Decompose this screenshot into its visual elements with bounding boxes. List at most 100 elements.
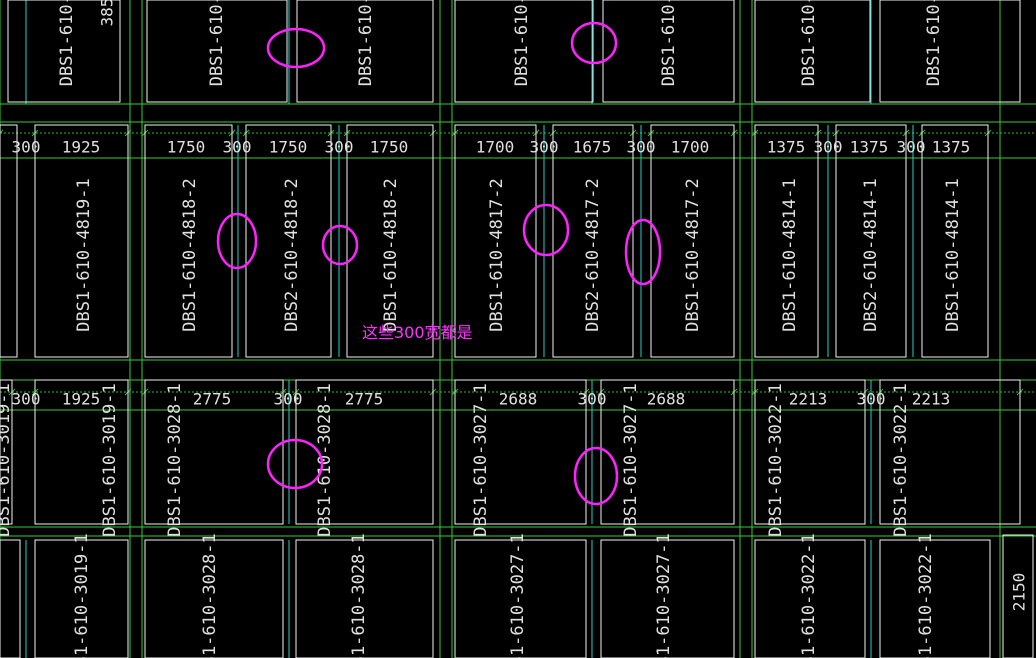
panel-label: DBS1-610-3027-1: [508, 533, 528, 658]
panel-outline: [295, 539, 434, 658]
panel-label: DBS1-610-3019-1: [0, 383, 14, 537]
markup-circle: [266, 438, 324, 490]
panel-outline: [454, 539, 587, 658]
panel-outline: [754, 124, 819, 358]
dimension-value: 1750: [167, 138, 206, 157]
panel-outline: [295, 379, 434, 525]
panel-outline: [346, 124, 434, 358]
dimension-value: 2213: [912, 390, 951, 409]
markup-circle: [522, 203, 570, 257]
dimension-value: 1700: [671, 138, 710, 157]
dimension-value: 1750: [269, 138, 308, 157]
panel-label: DBS1-610-39: [659, 0, 679, 86]
dimension-value: 1925: [62, 138, 101, 157]
annotation-text: 这些300宽都是: [362, 323, 473, 342]
panel-label: DBS1-610-3019-1: [72, 533, 92, 658]
panel-outline: [879, 379, 1021, 525]
panel-label: DBS1-610-3027-1: [654, 533, 674, 658]
panel-outline: [144, 379, 284, 525]
panel-outline: [34, 539, 129, 658]
panel-label: DBS1-610-4819-1: [74, 178, 94, 332]
panel-label: DBS1-610-39: [57, 0, 77, 86]
panel-outline: [602, 0, 735, 103]
markup-circle: [570, 21, 618, 65]
panel-outline: [552, 124, 634, 358]
panel-label: DBS1-610-4818-2: [381, 178, 401, 332]
dimension-value: 1375: [767, 138, 806, 157]
panel-label: DBS1-610-3022-1: [766, 383, 786, 537]
panel-label: DBS1-610-39: [799, 0, 819, 86]
panel-outline: [245, 124, 332, 358]
dimension-value: 2775: [345, 390, 384, 409]
dimension-value: 1925: [62, 390, 101, 409]
panel-label: DBS1-610-39: [356, 0, 376, 86]
panel-outline: [144, 124, 233, 358]
dimension-value: 2775: [193, 390, 232, 409]
panel-outline: [454, 0, 594, 103]
panel-outline: [754, 539, 866, 658]
panel-label: DBS1-610-39: [512, 0, 532, 86]
dimension-value: 1675: [573, 138, 612, 157]
panel-outline: [34, 124, 129, 358]
dimension-value: 300: [857, 390, 886, 409]
dimension-value: 300: [814, 138, 843, 157]
markup-circle: [573, 446, 619, 506]
dimension-value: 1375: [932, 138, 971, 157]
panel-label: DBS1-610-3027-1: [471, 383, 491, 537]
markup-circle: [321, 224, 359, 266]
panel-label: DBS1-610-3028-1: [165, 383, 185, 537]
panel-label: DBS1-610-3028-1: [315, 383, 335, 537]
panel-outline: [454, 124, 537, 358]
markup-circle: [216, 212, 258, 270]
panel-outline: [600, 379, 735, 525]
panel-outline: [879, 539, 991, 658]
markup-layer: [216, 21, 662, 506]
panel-outline: [879, 0, 1021, 103]
panel-label: DBS1-610-4818-2: [180, 178, 200, 332]
dimension-value: 300: [12, 390, 41, 409]
dimension-value: 300: [530, 138, 559, 157]
panel-outline: [7, 0, 121, 103]
dimension-tick: [0, 129, 4, 134]
dimension-value: 300: [578, 390, 607, 409]
panel-label: DBS1-610-39: [207, 0, 227, 86]
panel-label: DBS1-610-4817-2: [487, 178, 507, 332]
dimension-value: 1750: [370, 138, 409, 157]
panel-label: DBS1-610-3028-1: [200, 533, 220, 658]
panel-label: DBS2-610-4814-1: [861, 178, 881, 332]
panel-label: DBS1-610-3028-1: [349, 533, 369, 658]
panel-outline: [0, 379, 13, 525]
dimension-value: 1700: [476, 138, 515, 157]
dimension-value: 300: [223, 138, 252, 157]
dimension-value: 385: [98, 0, 117, 26]
panel-label: DBS1-610-4814-1: [780, 178, 800, 332]
panel-outline: [296, 0, 434, 103]
panel-outline: [921, 124, 989, 358]
dimension-value: 300: [274, 390, 303, 409]
panel-outline: [34, 379, 129, 525]
panel-label: DBS2-610-4818-2: [282, 178, 302, 332]
panel-outline: [754, 379, 866, 525]
panel-label: DBS1-610-39: [924, 0, 944, 86]
panel-outline: [146, 0, 288, 103]
panel-label: DBS1-610-3019-1: [100, 383, 120, 537]
dimension-value: 300: [325, 138, 354, 157]
panel-outline: [600, 539, 735, 658]
panel-outline: [650, 124, 735, 358]
panel-label: DBS1-610-4817-2: [683, 178, 703, 332]
panel-outline: [0, 539, 21, 658]
panel-label: DBS1-610-3022-1: [891, 383, 911, 537]
dimension-value: 2213: [789, 390, 828, 409]
panel-outline: [835, 124, 907, 358]
panel-outline: [0, 124, 18, 358]
dimension-value: 1375: [850, 138, 889, 157]
dimension-value: 2688: [499, 390, 538, 409]
panel-label: DBS2-610-4817-2: [583, 178, 603, 332]
dimension-value: 300: [12, 138, 41, 157]
dimension-value: 2688: [647, 390, 686, 409]
dimension-value: 300: [627, 138, 656, 157]
panel-label: DBS1-610-4814-1: [943, 178, 963, 332]
